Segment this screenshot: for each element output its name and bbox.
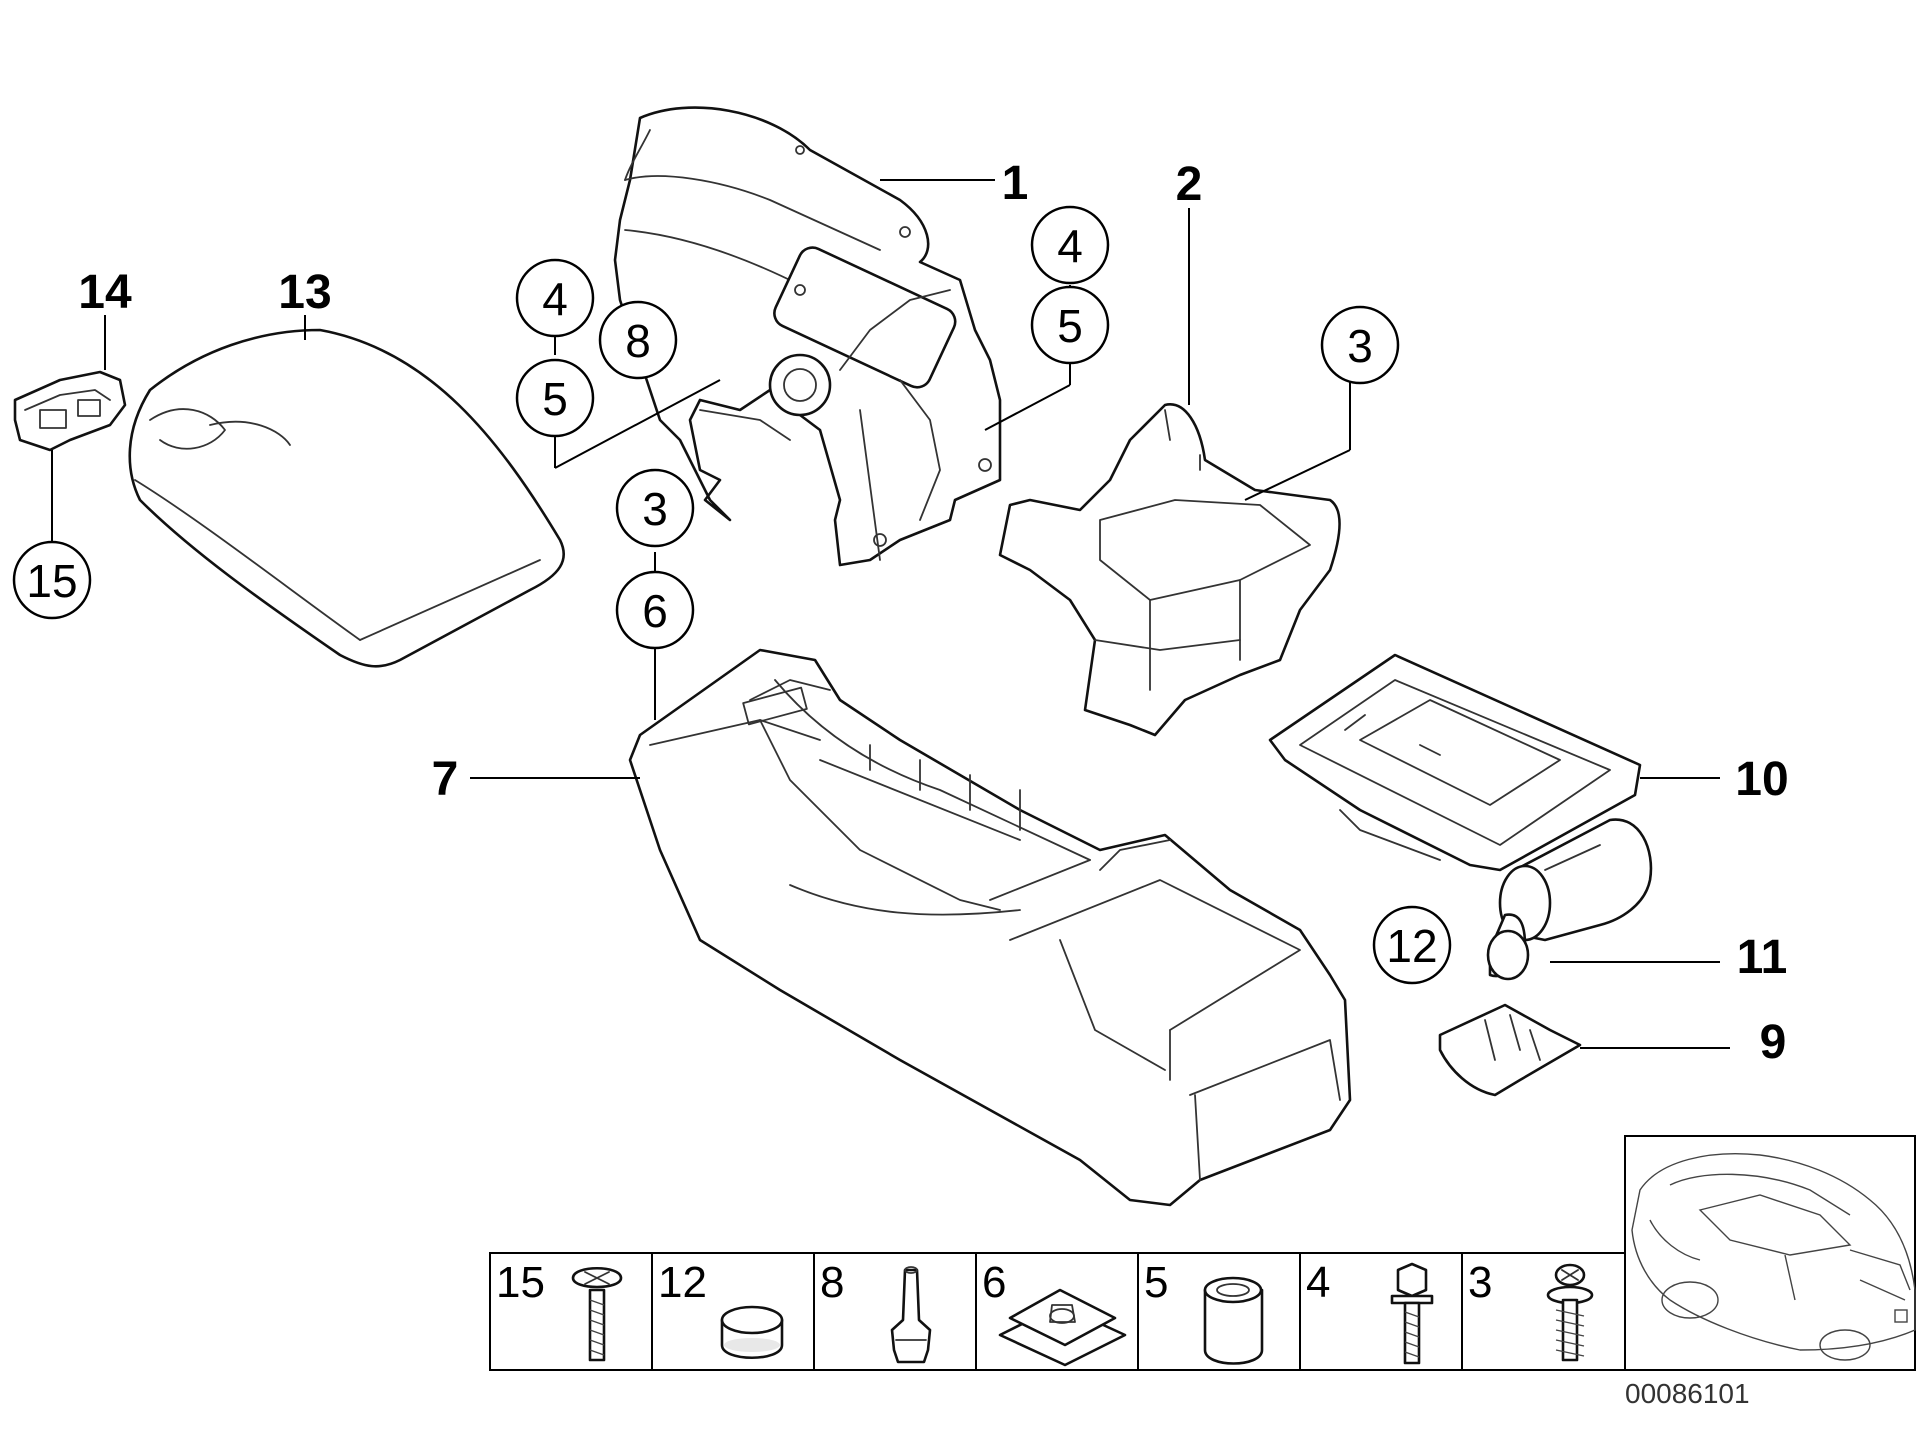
circled-callout-12: 12 [1372, 905, 1452, 985]
svg-text:5: 5 [1144, 1258, 1168, 1307]
part-13-armrest-cover [128, 328, 566, 668]
table-cell-6: 6 [982, 1258, 1127, 1367]
part-14-latch [13, 370, 127, 452]
svg-text:4: 4 [1057, 220, 1083, 272]
callout-14: 14 [78, 266, 132, 319]
callout-labels: 1 2 7 9 10 11 13 14 [78, 157, 1788, 1069]
stud-pin-icon [890, 1266, 932, 1364]
circled-callout-5-right: 5 [1030, 285, 1110, 365]
hardware-table: 15 12 8 [489, 1252, 1626, 1371]
circled-callout-8: 8 [598, 300, 678, 380]
svg-text:8: 8 [820, 1258, 844, 1307]
svg-text:6: 6 [982, 1258, 1006, 1307]
part-9-clip-cover [1438, 1003, 1582, 1097]
table-cell-8: 8 [820, 1258, 932, 1364]
svg-text:3: 3 [1468, 1258, 1492, 1307]
circled-callout-4-right: 4 [1030, 205, 1110, 285]
part-1-armrest-bracket [613, 106, 1002, 567]
diagram-code: 00086101 [1625, 1378, 1750, 1409]
washer-screw-icon [1546, 1263, 1594, 1362]
callout-1: 1 [1002, 157, 1029, 210]
car-coupe-icon [1631, 1153, 1916, 1361]
svg-text:12: 12 [1386, 920, 1437, 972]
vehicle-thumbnail [1624, 1135, 1916, 1371]
callout-10: 10 [1735, 753, 1788, 806]
hex-bolt-icon [1390, 1262, 1434, 1365]
callout-9: 9 [1760, 1016, 1787, 1069]
circled-callout-4-left: 4 [515, 258, 595, 338]
circled-callout-5-left: 5 [515, 358, 595, 438]
circled-callout-6: 6 [615, 570, 695, 650]
sleeve-icon [1203, 1276, 1264, 1365]
part-10-tray-insert [1268, 653, 1642, 872]
svg-text:15: 15 [26, 555, 77, 607]
table-cell-15: 15 [496, 1258, 623, 1362]
callout-2: 2 [1176, 158, 1203, 211]
svg-text:3: 3 [1347, 320, 1373, 372]
svg-text:15: 15 [496, 1258, 545, 1307]
circled-callout-3-tray: 3 [1320, 305, 1400, 385]
callout-11: 11 [1737, 931, 1788, 984]
table-cell-3: 3 [1468, 1258, 1594, 1362]
svg-text:3: 3 [642, 483, 668, 535]
svg-text:6: 6 [642, 585, 668, 637]
circled-callout-15: 15 [12, 540, 92, 620]
svg-text:4: 4 [1306, 1258, 1330, 1307]
screw-icon [571, 1267, 623, 1362]
part-7-center-console [628, 648, 1352, 1207]
callout-13: 13 [278, 266, 331, 319]
svg-text:5: 5 [542, 373, 568, 425]
svg-text:5: 5 [1057, 300, 1083, 352]
plug-cap-icon [720, 1305, 784, 1360]
part-2-storage-tray [998, 403, 1341, 737]
part-12-plug [1486, 913, 1530, 981]
svg-text:8: 8 [625, 315, 651, 367]
clip-nut-icon [998, 1288, 1127, 1367]
table-cell-12: 12 [658, 1258, 784, 1360]
svg-text:4: 4 [542, 273, 568, 325]
table-cell-5: 5 [1144, 1258, 1264, 1365]
circled-callouts: 4 5 4 8 5 3 3 6 [12, 205, 1452, 985]
circled-callout-3-console: 3 [615, 468, 695, 548]
svg-text:12: 12 [658, 1258, 707, 1307]
table-cell-4: 4 [1306, 1258, 1434, 1365]
callout-7: 7 [432, 753, 459, 806]
